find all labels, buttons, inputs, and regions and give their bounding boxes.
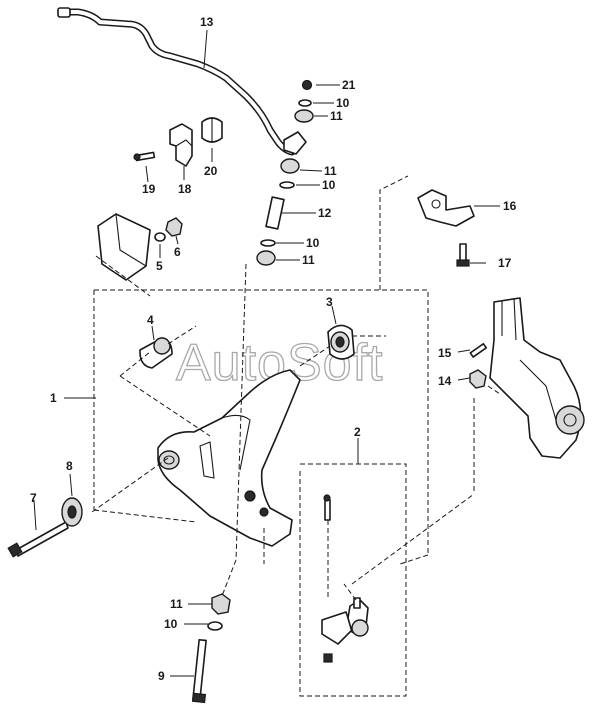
callout-1: 1: [50, 391, 57, 405]
bolt-2a: [323, 494, 331, 521]
callout-11: 11: [170, 597, 183, 611]
bushing-8: [61, 497, 83, 527]
bolt-17: [456, 243, 470, 267]
callout-21: 21: [342, 78, 356, 92]
callout-18: 18: [178, 182, 192, 196]
callout-10: 10: [164, 617, 178, 631]
nut-6: [165, 217, 183, 237]
stabilizer-bar: [57, 7, 296, 156]
assembly-boundary-1: [93, 175, 429, 565]
washer-10-bottom: [207, 621, 223, 631]
nut-21: [301, 79, 313, 91]
washer-10-top: [298, 99, 312, 107]
callout-5: 5: [156, 259, 163, 273]
bolt-9: [191, 638, 207, 704]
callout-19: 19: [142, 182, 156, 196]
steering-knuckle: [489, 297, 585, 459]
callout-10: 10: [322, 178, 336, 192]
leader-lines: [33, 29, 500, 677]
callout-11: 11: [330, 109, 343, 123]
shield-plate: [97, 213, 151, 281]
washer-10-upper: [279, 181, 295, 189]
callout-10: 10: [306, 236, 320, 250]
nut-11-bottom: [211, 593, 231, 615]
callout-7: 7: [30, 491, 37, 505]
bushing-11-top: [294, 109, 314, 123]
callout-10: 10: [336, 96, 350, 110]
bolt-19: [133, 151, 156, 162]
callout-6: 6: [174, 245, 181, 259]
collar-12: [265, 196, 285, 230]
lower-control-arm: [157, 369, 301, 547]
bracket-16: [417, 189, 475, 227]
bushing-11-upper: [280, 158, 300, 174]
bushing-3: [327, 324, 355, 360]
connection-lines: [91, 255, 501, 601]
callout-13: 13: [200, 15, 214, 29]
washer-10-lower: [260, 239, 276, 247]
bolt-15: [469, 342, 488, 358]
callout-11: 11: [324, 164, 337, 178]
washer-5: [154, 232, 166, 242]
ball-joint-2: [321, 597, 369, 663]
callout-11: 11: [302, 253, 315, 267]
bolt-7: [7, 521, 69, 558]
nut-14: [469, 369, 487, 389]
callout-9: 9: [158, 669, 165, 683]
bushing-20: [201, 117, 223, 143]
callout-12: 12: [318, 206, 332, 220]
link-bracket: [283, 131, 307, 155]
callout-20: 20: [204, 164, 218, 178]
callout-8: 8: [66, 459, 73, 473]
assembly-boundary-2: [299, 463, 407, 697]
callout-17: 17: [498, 256, 512, 270]
bushing-4: [139, 337, 173, 369]
callouts: 13 21 10 11 11 10 12 10 11 16 17 20 18 1…: [30, 15, 517, 683]
bushing-11-lower: [256, 250, 276, 266]
callout-3: 3: [326, 295, 333, 309]
callout-14: 14: [438, 374, 452, 388]
callout-16: 16: [503, 199, 517, 213]
callout-15: 15: [438, 346, 452, 360]
callout-2: 2: [354, 425, 361, 439]
bracket-18: [169, 123, 193, 167]
callout-4: 4: [147, 313, 154, 327]
